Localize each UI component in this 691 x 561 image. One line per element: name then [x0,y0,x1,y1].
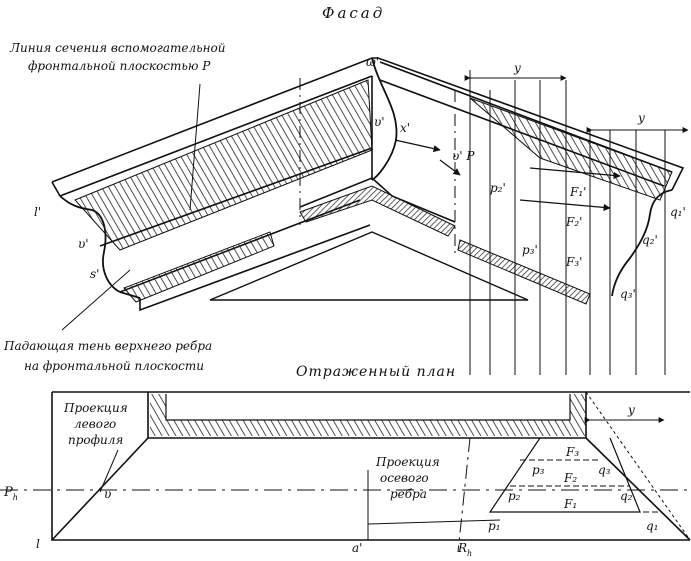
lbl-y-right: y [637,111,645,125]
lbl-p-h: Ph [3,485,18,502]
lbl-p3: p₃' [522,243,538,257]
lbl-q3: q₃' [620,287,636,301]
center-lower-band [299,185,456,237]
title: Фасад [322,4,385,22]
lbl-plan-f3: F₃ [565,445,579,459]
axis-edge-3: ребра [390,487,427,501]
callout-shadow-2: на фронтальной плоскости [24,359,204,373]
lbl-plan-f1: F₁ [563,497,577,511]
lbl-s-prime: s' [90,267,99,281]
lbl-plan-f2: F₂ [563,471,577,485]
lbl-plan-q2: q₂ [620,489,633,503]
left-profile-2: левого [74,417,116,431]
lbl-q1: q₁' [670,205,686,219]
facade-view [51,57,689,375]
lbl-plan-p3: p₃ [532,463,545,477]
lbl-f3: F₃' [565,255,582,269]
left-profile-3: профиля [68,433,123,447]
callout-section-1: Линия сечения вспомогательной [9,41,225,55]
plan-title: Отраженный план [296,364,456,380]
lbl-plan-v: υ [104,487,111,501]
pediment-triangle [209,231,529,301]
lbl-q2: q₂' [642,233,658,247]
lbl-plan-l: l [36,537,40,551]
leader-shadow [61,269,131,331]
lbl-v-prime: υ' [374,115,385,129]
axis-edge-2: осевого [380,471,429,485]
leader-section [189,83,201,211]
lbl-plan-p1: p₁ [488,519,501,533]
callout-shadow-1: Падающая тень верхнего ребра [3,339,212,353]
lbl-plan-y: y [627,403,635,417]
lbl-f2: F₂' [565,215,582,229]
lbl-x-prime: x' [400,121,410,135]
right-lower-band [457,239,591,305]
plan-view [0,391,691,553]
lbl-plan-p2: p₂ [508,489,521,503]
lbl-l-prime: l' [34,205,41,219]
left-band [74,79,373,251]
lbl-plan-q1: q₁ [646,519,659,533]
axis-edge-1: Проекция [375,455,440,469]
left-lower-band [123,231,275,303]
lbl-omega: ω' [366,55,379,69]
lbl-v-arrow: υ' P [452,149,475,163]
projection-lines [469,70,666,375]
left-profile-1: Проекция [63,401,128,415]
top-edge-right [377,57,685,191]
lbl-plan-q3: q₃ [598,463,611,477]
lbl-p2: p₂' [490,181,506,195]
lbl-v-left: υ' [78,237,89,251]
lbl-plan-a: a' [352,541,362,555]
lbl-f1: F₁' [569,185,586,199]
lbl-r-h: Rh [457,541,472,558]
callout-section-2: фронтальной плоскостью P [28,59,211,73]
lbl-y-top: y [513,61,521,75]
